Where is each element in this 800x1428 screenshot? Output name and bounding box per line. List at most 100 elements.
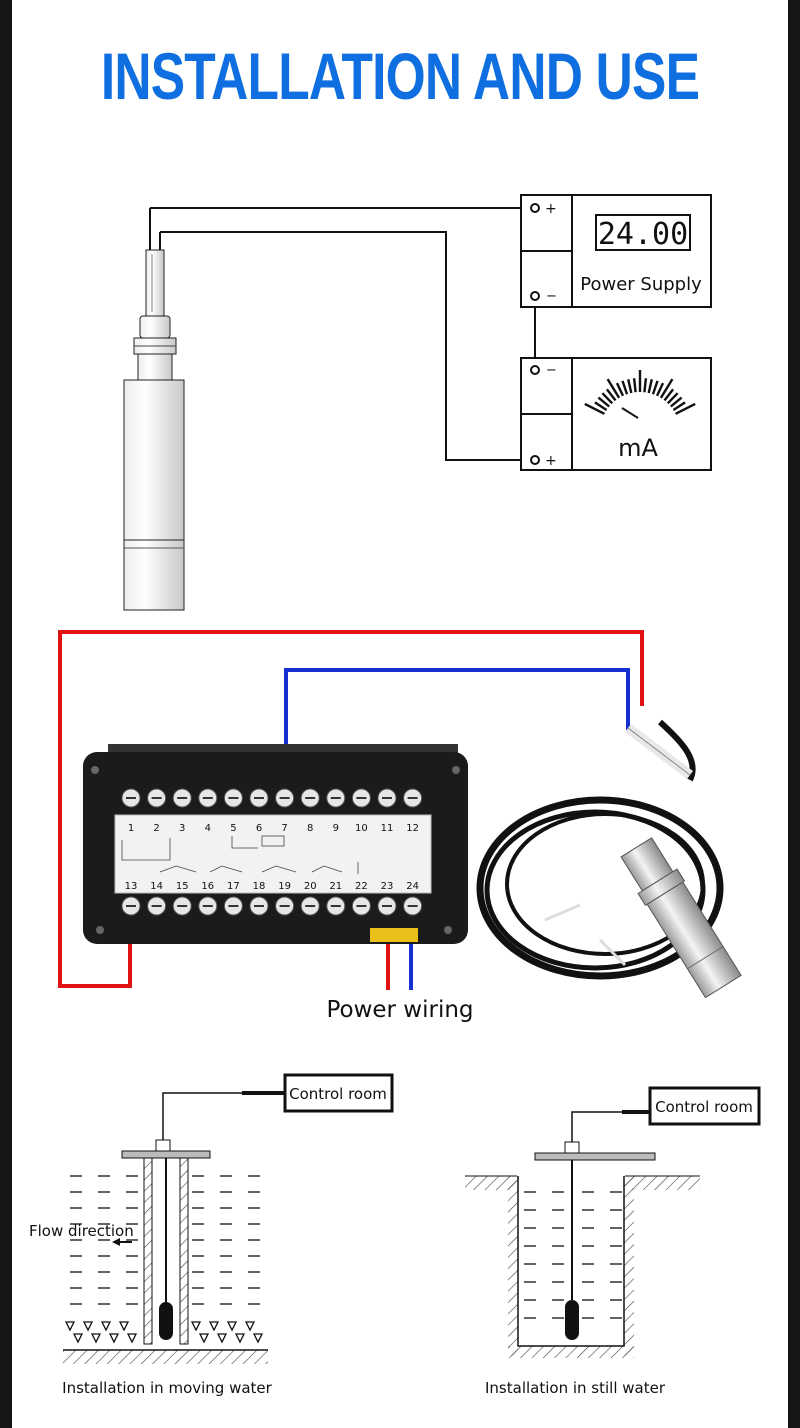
terminal-number: 23 — [381, 881, 394, 892]
water-surface-mark — [244, 1321, 256, 1332]
meter-tick — [659, 378, 674, 399]
terminal-numbers-bottom: 13 14 15 16 17 18 19 20 21 22 23 24 — [125, 881, 419, 892]
terminal-number: 17 — [227, 881, 240, 892]
terminal-number: 15 — [176, 881, 189, 892]
meter-tick — [597, 396, 610, 408]
power-wiring-label: Power wiring — [326, 997, 473, 1023]
sensor-cable-coil — [476, 719, 724, 980]
terminal-number: 21 — [329, 881, 342, 892]
water-surface-mark — [190, 1321, 202, 1332]
meter-needle — [621, 407, 639, 419]
terminal-number: 3 — [179, 823, 185, 834]
left-frame-border — [0, 0, 12, 1428]
meter-tick — [615, 382, 625, 397]
terminal-number: 24 — [406, 881, 419, 892]
sensor-wires — [150, 207, 536, 461]
meter-tick — [655, 382, 665, 397]
meter-tick — [594, 401, 608, 412]
meter-tick — [627, 379, 633, 394]
terminal-number: 18 — [253, 881, 266, 892]
terminal-number: 6 — [256, 823, 262, 834]
meter-tick — [632, 378, 637, 393]
flow-direction-label: Flow direction — [29, 1222, 134, 1240]
terminal-number: 1 — [128, 823, 134, 834]
terminal-number: 11 — [381, 823, 394, 834]
terminal-number: 16 — [201, 881, 214, 892]
water-surface-mark — [108, 1333, 120, 1344]
meter-tick — [651, 380, 659, 395]
meter-tick — [647, 379, 653, 394]
water-surface-mark — [216, 1333, 228, 1344]
terminal-number: 22 — [355, 881, 368, 892]
terminal-number: 14 — [150, 881, 163, 892]
power-supply: + − 24.00 Power Supply — [520, 194, 712, 308]
terminal-number: 10 — [355, 823, 368, 834]
minus-sign: − — [546, 289, 557, 304]
water-surface-mark — [90, 1333, 102, 1344]
meter-tick — [663, 388, 675, 402]
right-frame-border — [788, 0, 800, 1428]
control-room-box — [283, 1073, 394, 1113]
meter-tick — [643, 378, 648, 393]
meter-tick — [666, 392, 679, 405]
meter-tick — [606, 378, 621, 399]
terminal-number: 19 — [278, 881, 291, 892]
terminal-number: 8 — [307, 823, 313, 834]
still-water-caption: Installation in still water — [485, 1379, 666, 1397]
meter-tick — [621, 380, 629, 395]
minus-sign: − — [546, 363, 557, 378]
positive-terminal — [530, 203, 540, 213]
terminal-number: 5 — [230, 823, 236, 834]
meter-tick — [584, 402, 605, 415]
terminal-screws-top — [121, 788, 423, 808]
lcd-display — [595, 214, 691, 251]
meter-unit-label: mA — [618, 434, 658, 462]
meter-tick — [670, 396, 683, 408]
terminal-number: 13 — [125, 881, 138, 892]
control-room-label: Control room — [289, 1085, 387, 1103]
still-water-installation: Control room Installation in still water — [465, 1086, 761, 1397]
meter-tick — [675, 402, 696, 415]
water-surface-mark — [252, 1333, 264, 1344]
control-room-box — [648, 1086, 761, 1126]
sensor-probe-photo — [620, 837, 742, 999]
meter-tick — [672, 401, 686, 412]
terminal-number: 9 — [333, 823, 339, 834]
meter-tick — [605, 388, 617, 402]
water-surface-mark — [118, 1321, 130, 1332]
water-surface-mark — [198, 1333, 210, 1344]
plus-sign: + — [545, 201, 557, 217]
positive-terminal — [530, 455, 540, 465]
negative-terminal — [530, 365, 540, 375]
display-value: 24.00 — [598, 217, 688, 252]
water-surface-mark — [208, 1321, 220, 1332]
terminal-number: 12 — [406, 823, 419, 834]
page-title: INSTALLATION AND USE — [100, 39, 700, 113]
sensor-drawing — [123, 208, 185, 611]
terminal-number: 4 — [205, 823, 211, 834]
water-surface-mark — [82, 1321, 94, 1332]
meter-tick — [601, 392, 614, 405]
water-surface-mark — [226, 1321, 238, 1332]
water-surface-mark — [72, 1333, 84, 1344]
terminal-screws-bottom — [121, 896, 423, 916]
water-surface-mark — [234, 1333, 246, 1344]
terminal-number: 7 — [281, 823, 287, 834]
terminal-number: 2 — [153, 823, 159, 834]
water-surface-mark — [100, 1321, 112, 1332]
terminal-number: 20 — [304, 881, 317, 892]
moving-water-caption: Installation in moving water — [62, 1379, 272, 1397]
negative-terminal — [530, 291, 540, 301]
meter-scale — [584, 370, 696, 415]
terminal-label-plate — [114, 814, 432, 894]
moving-water-installation: Control room Flow direction Installation… — [29, 1073, 394, 1397]
milliamp-meter: − + mA — [520, 357, 712, 471]
water-surface-mark — [126, 1333, 138, 1344]
water-surface-mark — [64, 1321, 76, 1332]
warning-sticker — [370, 928, 418, 942]
plus-sign: + — [545, 453, 557, 469]
control-room-label: Control room — [655, 1098, 753, 1116]
